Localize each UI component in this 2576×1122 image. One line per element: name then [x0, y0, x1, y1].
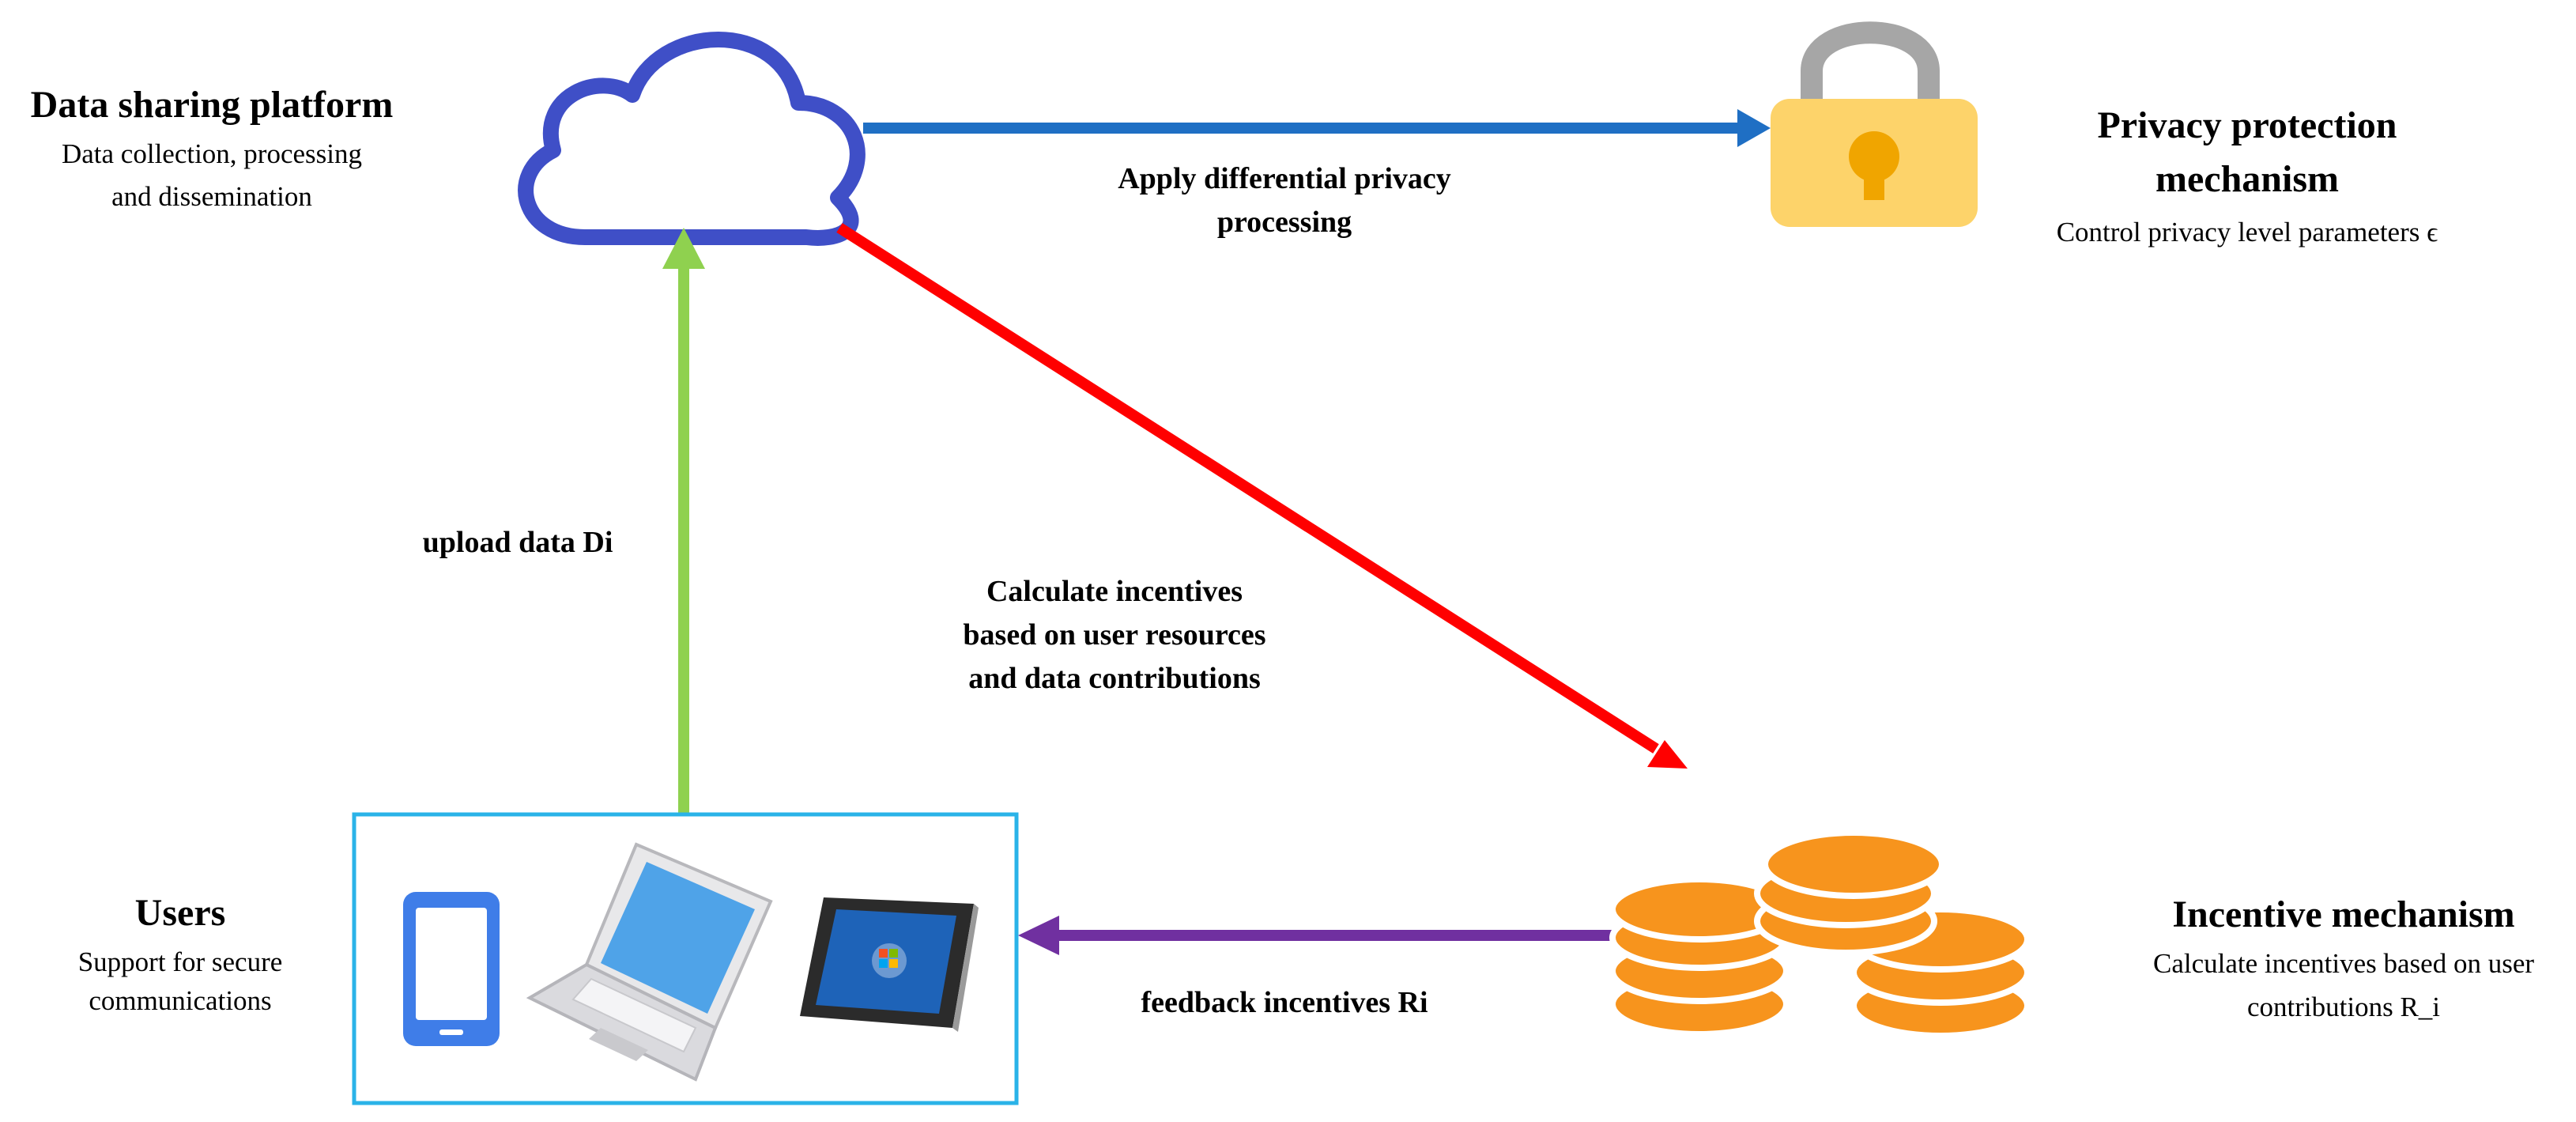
laptop-icon: [526, 842, 773, 1082]
coins-icon: [1609, 829, 2031, 1039]
platform-desc-line1: Data collection, processing: [62, 138, 362, 169]
platform-title: Data sharing platform: [31, 84, 394, 126]
tablet-icon: [800, 897, 979, 1032]
feedback-edge-label: feedback incentives Ri: [1141, 986, 1428, 1019]
users-title: Users: [135, 892, 226, 934]
privacy-title-line2: mechanism: [2155, 158, 2339, 200]
lock-icon: [1771, 21, 1978, 227]
privacy-edge-label-line2: processing: [1217, 206, 1352, 239]
incentive-edge-label-line3: and data contributions: [968, 662, 1261, 695]
incentive-arrow: [836, 223, 1688, 769]
smartphone-icon: [403, 892, 500, 1046]
privacy-desc: Control privacy level parameters ϵ: [2057, 217, 2438, 247]
cloud-icon: [518, 32, 866, 246]
feedback-arrow: [1018, 916, 1628, 955]
upload-edge-label: upload data Di: [423, 526, 613, 559]
incentive-title: Incentive mechanism: [2172, 893, 2514, 935]
privacy-title-line1: Privacy protection: [2097, 104, 2397, 146]
privacy-edge-label-line1: Apply differential privacy: [1118, 162, 1451, 195]
incentive-desc-line1: Calculate incentives based on user: [2153, 948, 2534, 979]
upload-arrow: [662, 228, 705, 813]
incentive-desc-line2: contributions R_i: [2247, 992, 2440, 1022]
incentive-edge-label-line1: Calculate incentives: [986, 575, 1243, 608]
users-desc-line2: communications: [89, 985, 271, 1016]
users-box: [352, 812, 1019, 1105]
incentive-edge-label-line2: based on user resources: [963, 618, 1265, 652]
privacy-arrow: [863, 109, 1771, 147]
users-desc-line1: Support for secure: [78, 946, 283, 977]
platform-desc-line2: and dissemination: [111, 181, 312, 212]
